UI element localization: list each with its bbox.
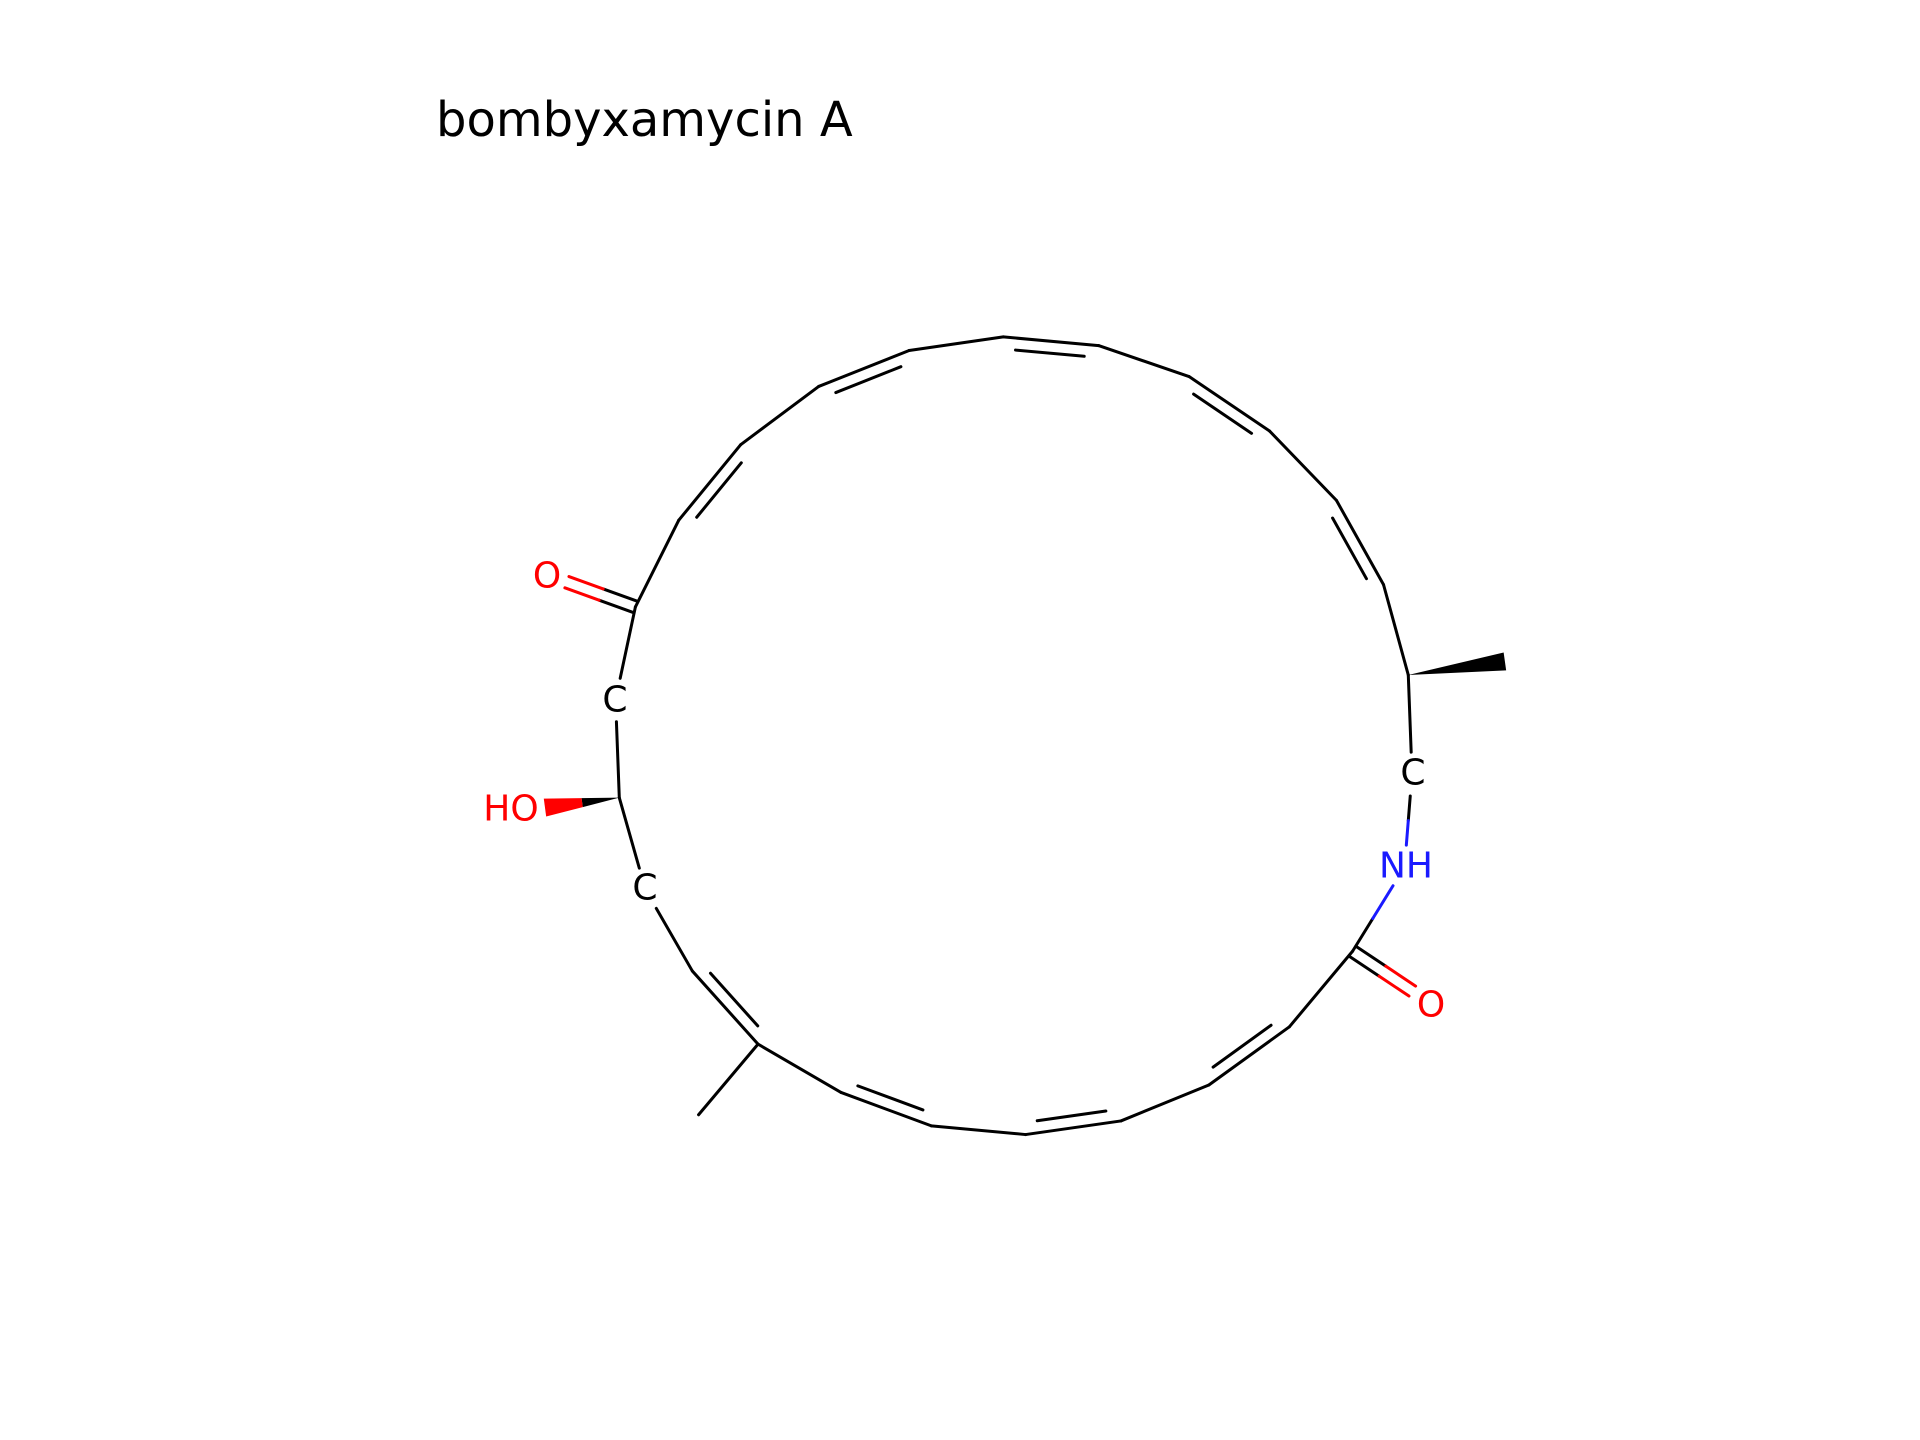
amide-oxygen-label: O (1417, 985, 1445, 1026)
ring-double-bond-inner (1035, 1109, 1108, 1123)
ketone-bond-oxygen (563, 586, 601, 602)
ring-bond (1382, 583, 1410, 677)
amide-carbonyl-bond (1347, 954, 1381, 978)
ring-bond (1268, 429, 1338, 502)
ring-bond (739, 384, 821, 447)
ring-bond (617, 796, 641, 870)
ring-bond (907, 335, 1005, 353)
ring-bond-nitrogen (1404, 819, 1410, 847)
ring-bond (1097, 344, 1191, 379)
amide-carbonyl-bond-oxygen (1377, 974, 1411, 998)
alpha-carbon-label: C (602, 680, 627, 721)
molecule-title: bombyxamycin A (436, 92, 853, 148)
amide-carbonyl-bond (1354, 944, 1388, 968)
amide-nitrogen-label: NH (1379, 846, 1433, 887)
amide-ch2-carbon-label: C (1400, 753, 1425, 794)
ring-bond (817, 349, 911, 388)
ring-double-bond-inner (708, 971, 760, 1028)
ring-bond (1287, 949, 1355, 1029)
hydroxyl-wedge-bond (581, 797, 620, 808)
ring-bond (1187, 375, 1272, 433)
ring-bond (1406, 794, 1412, 823)
ring-bond (1024, 1119, 1123, 1137)
ring-bond (1406, 673, 1413, 754)
ring-bond (1334, 498, 1386, 587)
ketone-bond (597, 598, 635, 615)
ring-bond (690, 969, 760, 1046)
beta-carbon-label: C (632, 868, 657, 909)
ring-double-bond-inner (856, 1084, 925, 1112)
ketone-oxygen-label: O (533, 556, 561, 597)
ring-bond (929, 1124, 1028, 1137)
ring-double-bond-inner (1192, 392, 1254, 435)
ring-double-bond-inner (1211, 1023, 1273, 1069)
ring-bond (633, 518, 681, 609)
ring-bond (618, 605, 637, 680)
atom-label-layer: O C HO C C NH O (483, 556, 1445, 1026)
ring-bond (839, 1090, 933, 1128)
ketone-bond (601, 587, 639, 603)
ketone-bond-oxygen (567, 575, 605, 591)
amide-carbonyl-bond-oxygen (1384, 964, 1418, 988)
hydroxyl-label: HO (483, 789, 538, 830)
ring-double-bond-inner (1014, 348, 1086, 358)
ring-double-bond-inner (1331, 516, 1368, 581)
ring-bond-nitrogen (1371, 884, 1395, 920)
ring-double-bond-inner (695, 461, 743, 519)
ring-bond (1119, 1083, 1211, 1123)
ring-bond (756, 1042, 843, 1094)
ring-bond (654, 906, 694, 973)
bond-layer (543, 335, 1507, 1137)
ring-bond (677, 443, 743, 522)
ring-bond (1207, 1025, 1291, 1087)
ring-bond (1001, 335, 1101, 348)
ring-bond (614, 720, 621, 800)
methyl-bond (697, 1042, 760, 1117)
methyl-wedge-bond (1408, 652, 1507, 676)
hydroxyl-wedge-bond-oxygen (543, 798, 583, 817)
ring-double-bond-inner (834, 365, 903, 395)
